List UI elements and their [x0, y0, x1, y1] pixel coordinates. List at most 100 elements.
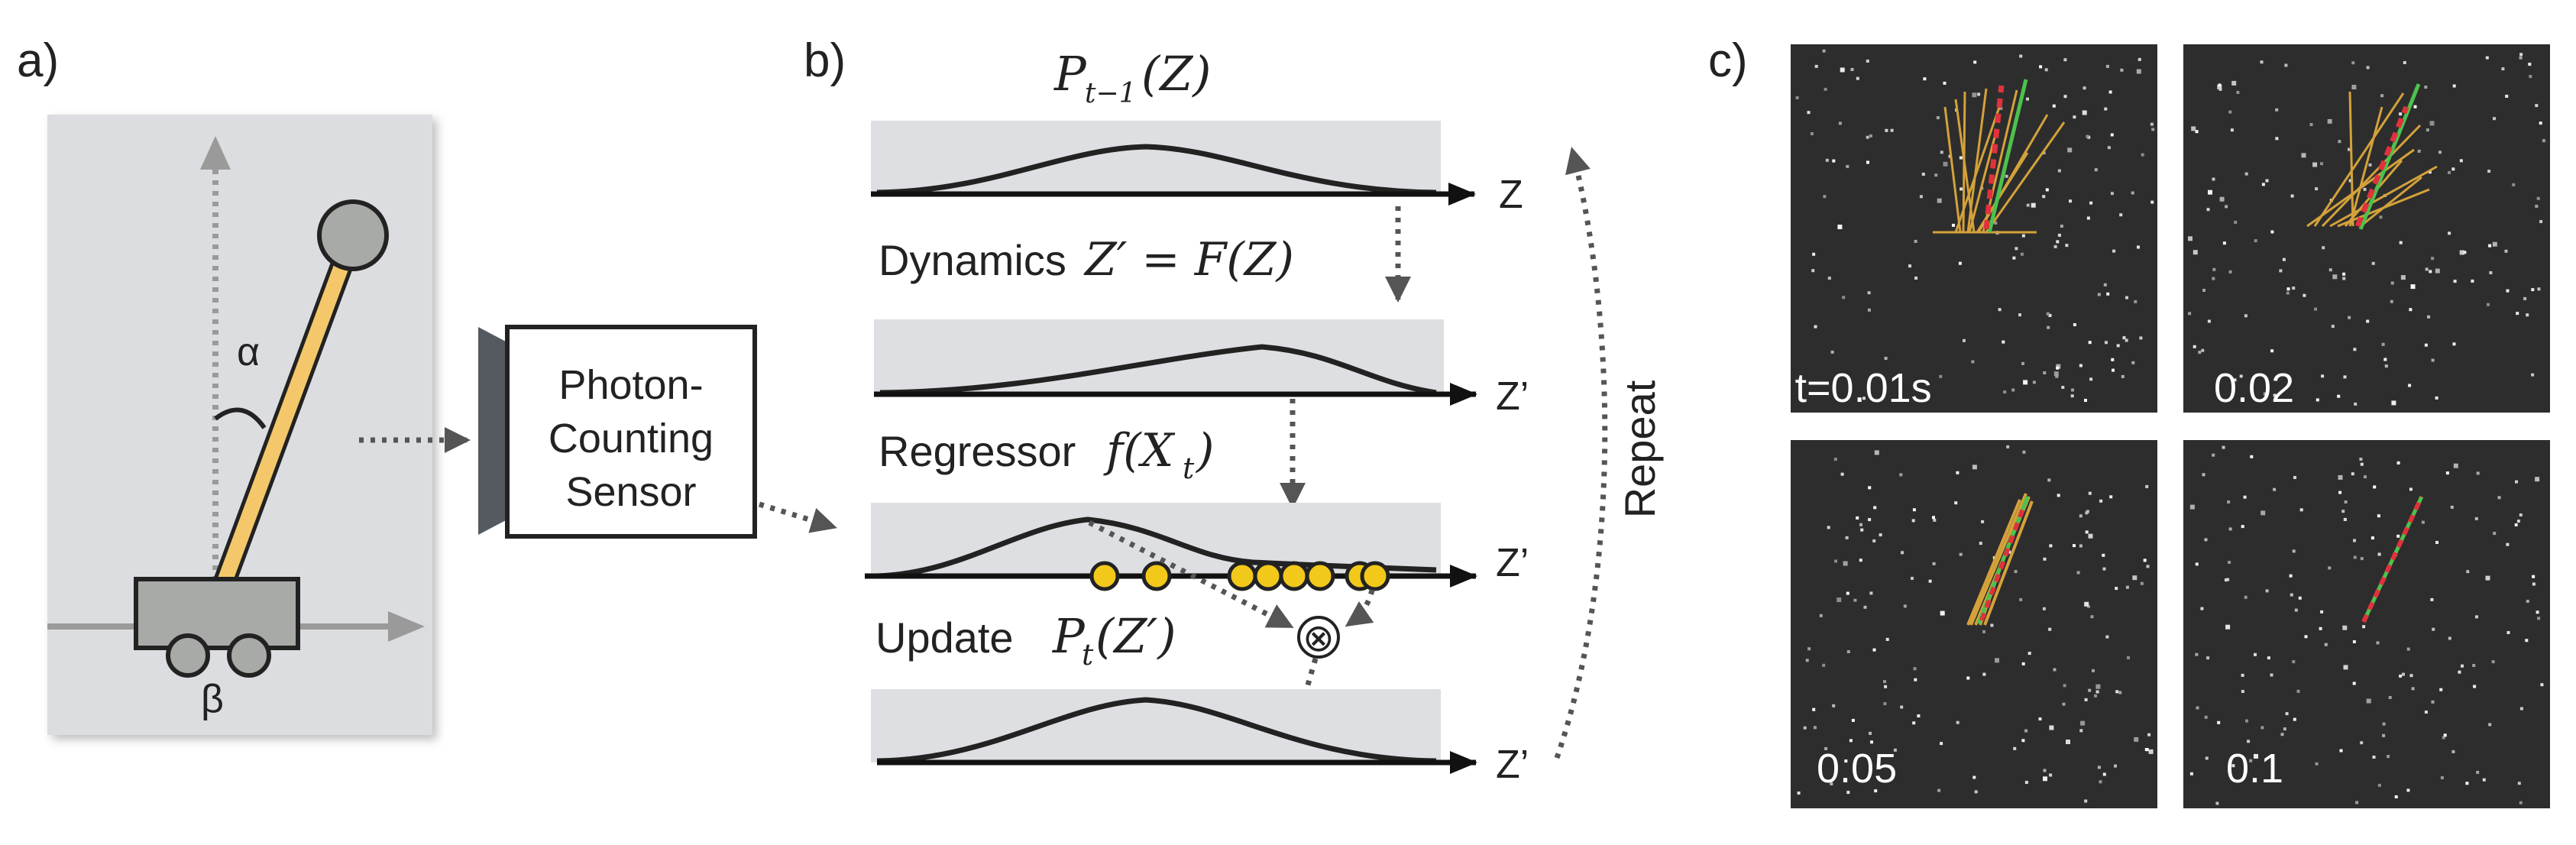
svg-text:(Z): (Z) — [1141, 46, 1211, 102]
photon-speck — [2245, 719, 2248, 723]
photon-speck — [2038, 717, 2042, 720]
photon-speck — [1811, 269, 1815, 273]
photon-speck — [1908, 264, 1911, 268]
photon-speck — [2134, 299, 2137, 303]
photon-speck — [1885, 128, 1888, 132]
frame-t002: 0.02 — [2183, 44, 2550, 413]
photon-speck — [2052, 104, 2056, 108]
photon-speck — [2388, 696, 2392, 699]
photon-speck — [2069, 199, 2072, 203]
photon-speck — [2286, 291, 2290, 295]
photon-speck — [2193, 345, 2196, 348]
photon-speck — [1901, 551, 1904, 555]
photon-speck — [2523, 296, 2527, 300]
photon-speck — [2125, 585, 2129, 589]
photon-speck — [2435, 541, 2438, 544]
photon-speck — [2263, 392, 2267, 396]
photon-speck — [2247, 740, 2251, 743]
photon-speck — [2371, 536, 2374, 540]
svg-text:P: P — [1052, 608, 1086, 664]
photon-speck — [2487, 170, 2491, 173]
photon-speck — [2048, 627, 2052, 631]
photon-speck — [2488, 244, 2492, 248]
prior-to-update-arrow — [1088, 520, 1294, 630]
photon-speck — [2399, 241, 2403, 244]
panel-c-label: c) — [1708, 34, 1748, 87]
photon-speck — [1840, 472, 1844, 476]
photon-speck — [2125, 338, 2128, 342]
photon-speck — [2516, 312, 2519, 316]
photon-speck — [2063, 58, 2067, 62]
photon-speck — [1869, 134, 1872, 138]
photon-speck — [2260, 510, 2266, 516]
photon-speck — [1890, 128, 1894, 132]
photon-speck — [2303, 293, 2306, 297]
photon-speck — [1966, 676, 1970, 680]
photon-speck — [1822, 49, 1826, 53]
photon-speck — [2445, 471, 2449, 475]
photon-speck — [1795, 96, 1799, 99]
photon-speck — [2343, 665, 2348, 670]
photon-speck — [2453, 280, 2457, 283]
photon-speck — [2144, 748, 2148, 751]
photon-speck — [2241, 525, 2244, 529]
photon-speck — [2056, 240, 2060, 244]
photon-speck — [2425, 267, 2429, 271]
photon-speck — [1998, 308, 2002, 312]
photon-speck — [2228, 270, 2232, 274]
photon-speck — [2339, 749, 2343, 753]
photon-speck — [2193, 250, 2198, 255]
photon-speck — [2489, 271, 2493, 274]
photon-speck — [2337, 394, 2341, 398]
photon-speck — [2294, 608, 2298, 612]
photon-speck — [2531, 373, 2535, 377]
photon-speck — [1851, 718, 1855, 722]
photon-speck — [1971, 360, 1975, 364]
photon-speck — [2115, 690, 2119, 694]
photon-speck — [2448, 170, 2451, 174]
photon-speck — [2492, 241, 2497, 247]
photon-speck — [1956, 471, 1960, 474]
photon-speck — [2430, 597, 2434, 601]
photon-speck — [1845, 536, 1849, 539]
photon-speck — [2353, 555, 2357, 559]
photon-speck — [2026, 97, 2029, 101]
photon-speck — [2021, 739, 2025, 743]
photon-speck — [2424, 711, 2428, 714]
photon-speck — [2042, 151, 2046, 155]
prior-curve — [876, 144, 1437, 196]
photon-speck — [1830, 782, 1833, 785]
photon-speck — [2429, 121, 2435, 126]
photon-speck — [2342, 625, 2348, 630]
photon-noise — [1795, 49, 2155, 402]
photon-speck — [2196, 706, 2199, 710]
photon-speck — [1866, 60, 1869, 63]
photon-speck — [2328, 268, 2332, 272]
photon-speck — [2363, 187, 2367, 191]
photon-speck — [2076, 571, 2080, 575]
photon-speck — [2053, 668, 2057, 672]
photon-speck — [2364, 475, 2367, 479]
sensor-label-line1: Photon- — [558, 362, 703, 408]
photon-speck — [1923, 77, 1927, 81]
photon-speck — [2424, 343, 2428, 347]
photon-speck — [2417, 149, 2421, 153]
axis-z-prime-3-label: Z’ — [1496, 743, 1529, 787]
photon-speck — [2112, 249, 2116, 253]
photon-speck — [2324, 643, 2328, 646]
photon-speck — [2043, 776, 2047, 782]
svg-text:P: P — [1053, 46, 1087, 102]
photon-speck — [2519, 513, 2523, 516]
photon-speck — [2079, 544, 2082, 548]
photon-speck — [2341, 510, 2345, 513]
photon-speck — [2234, 220, 2238, 224]
photon-speck — [1940, 151, 1943, 154]
photon-speck — [2512, 183, 2516, 186]
photon-speck — [2217, 84, 2222, 89]
photon-speck — [1903, 604, 1907, 608]
photon-speck — [2188, 312, 2192, 316]
photon-speck — [2368, 163, 2372, 167]
photon-speck — [2355, 801, 2359, 805]
photon-speck — [2519, 707, 2523, 711]
photon-speck — [2315, 187, 2319, 191]
